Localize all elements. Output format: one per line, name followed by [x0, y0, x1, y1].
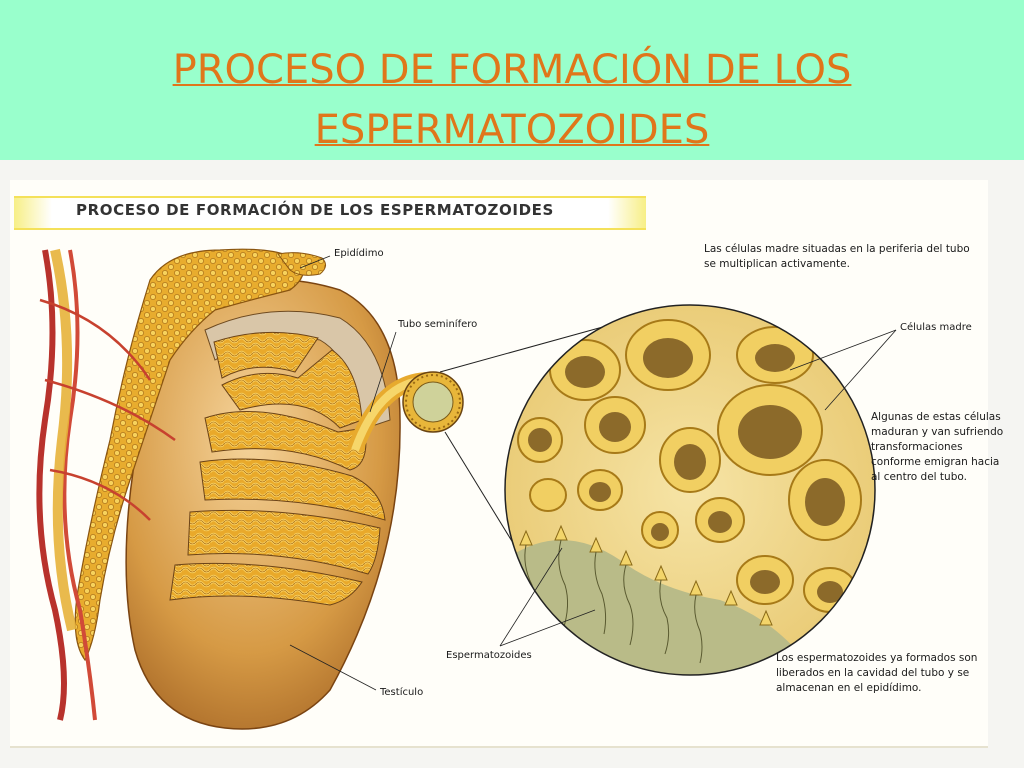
note-release: Los espermatozoides ya formados son libe…: [776, 652, 978, 694]
label-epididimo: Epidídimo: [334, 248, 384, 259]
title-band: [0, 0, 1024, 160]
diagram-banner: [14, 196, 646, 230]
diagram-banner-title: PROCESO DE FORMACIÓN DE LOS ESPERMATOZOI…: [76, 201, 554, 219]
label-espermatozoides: Espermatozoides: [446, 650, 532, 661]
note-stem-cells: Las células madre situadas en la perifer…: [704, 243, 970, 270]
note-maturation: Algunas de estas células maduran y van s…: [871, 411, 1004, 483]
magnified-tubule-view: [504, 304, 876, 676]
label-tubo-seminifero: Tubo seminífero: [398, 319, 478, 330]
slide-title: PROCESO DE FORMACIÓN DE LOS ESPERMATOZOI…: [172, 47, 852, 153]
label-celulas-madre: Células madre: [900, 322, 972, 333]
label-testiculo: Testículo: [380, 687, 424, 698]
